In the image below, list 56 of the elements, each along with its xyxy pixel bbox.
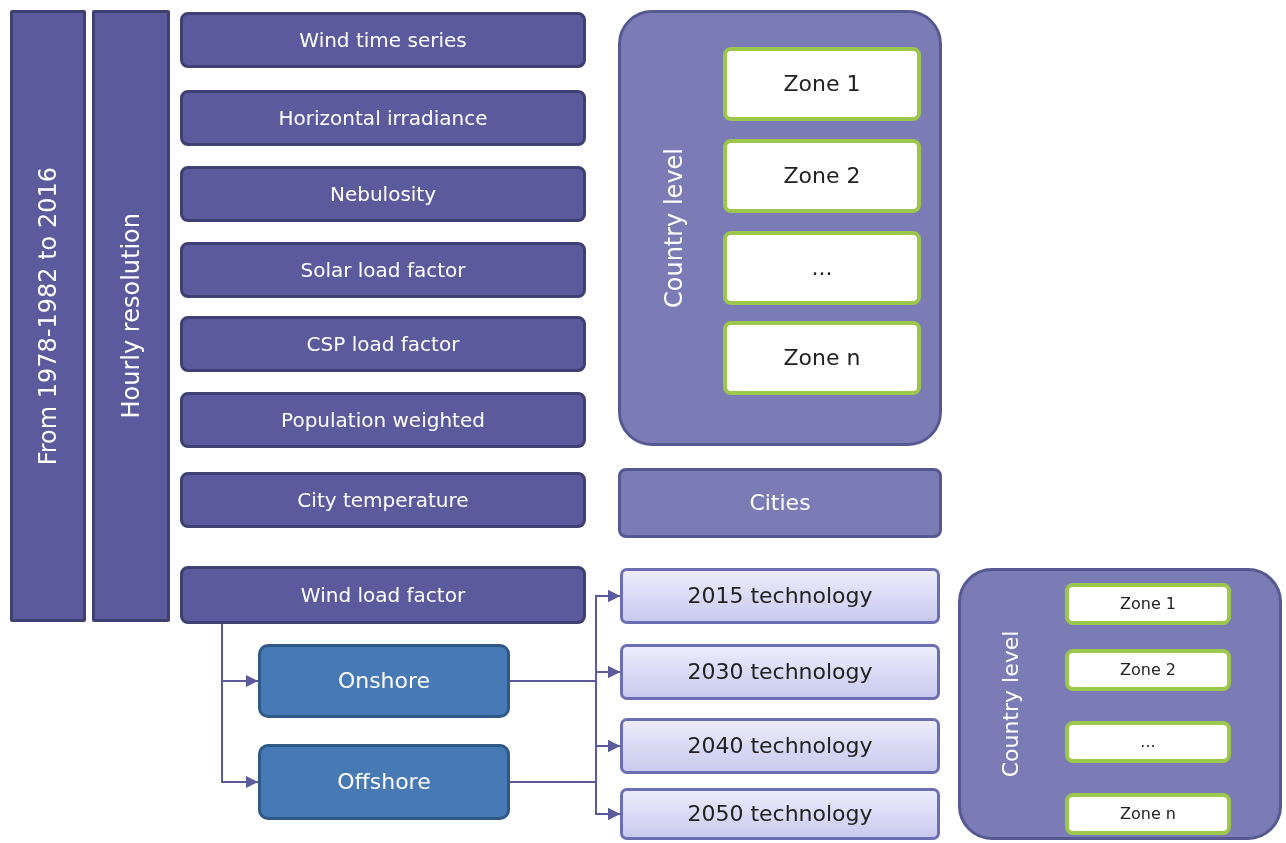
process-box <box>180 12 586 68</box>
box-label: 2030 technology <box>687 659 873 685</box>
box-label: Offshore <box>337 769 431 795</box>
process-box <box>180 472 586 528</box>
zone-box <box>723 47 921 121</box>
box-label: ... <box>811 255 833 281</box>
box-label: Wind time series <box>299 29 467 51</box>
process-box <box>620 644 940 700</box>
box-label: 2015 technology <box>687 583 873 609</box>
process-box <box>258 744 510 820</box>
zone-box <box>723 139 921 213</box>
panel-label: Country level <box>999 630 1024 778</box>
process-box <box>618 468 942 538</box>
box-label: Zone 1 <box>1120 595 1176 613</box>
box-label: Zone 1 <box>783 71 861 97</box>
zone-box <box>1065 583 1231 625</box>
box-label: ... <box>1140 733 1156 751</box>
connector-arrow <box>221 623 259 788</box>
process-box <box>180 316 586 372</box>
zone-box <box>723 231 921 305</box>
process-box <box>258 644 510 718</box>
zone-box <box>1065 649 1231 691</box>
zone-box <box>1065 721 1231 763</box>
box-label: 2050 technology <box>687 801 873 827</box>
box-label: Wind load factor <box>300 584 466 606</box>
process-box <box>180 566 586 624</box>
box-label: 2040 technology <box>687 733 873 759</box>
panel-label: Country level <box>661 148 688 308</box>
box-label: Onshore <box>337 668 431 694</box>
box-label: Nebulosity <box>329 183 437 205</box>
vertical-band <box>10 10 86 622</box>
box-label: Zone 2 <box>783 163 861 189</box>
box-label: City temperature <box>297 489 469 511</box>
process-box <box>620 788 940 840</box>
process-box <box>620 568 940 624</box>
zone-box <box>723 321 921 395</box>
box-label: Solar load factor <box>300 259 466 281</box>
group-panel <box>618 10 942 446</box>
process-box <box>620 718 940 774</box>
vertical-label: Hourly resolution <box>117 213 145 419</box>
zone-box <box>1065 793 1231 835</box>
box-label: Zone n <box>783 345 861 371</box>
box-label: Zone 2 <box>1120 661 1176 679</box>
box-label: CSP load factor <box>306 333 460 355</box>
group-panel <box>958 568 1282 840</box>
process-box <box>180 90 586 146</box>
process-box <box>180 242 586 298</box>
vertical-label: From 1978-1982 to 2016 <box>34 166 62 466</box>
box-label: Cities <box>749 490 811 516</box>
process-box <box>180 392 586 448</box>
box-label: Population weighted <box>281 409 485 431</box>
vertical-band <box>92 10 170 622</box>
box-label: Horizontal irradiance <box>278 107 488 129</box>
connector-arrow <box>509 781 621 820</box>
process-box <box>180 166 586 222</box>
box-label: Zone n <box>1120 805 1176 823</box>
